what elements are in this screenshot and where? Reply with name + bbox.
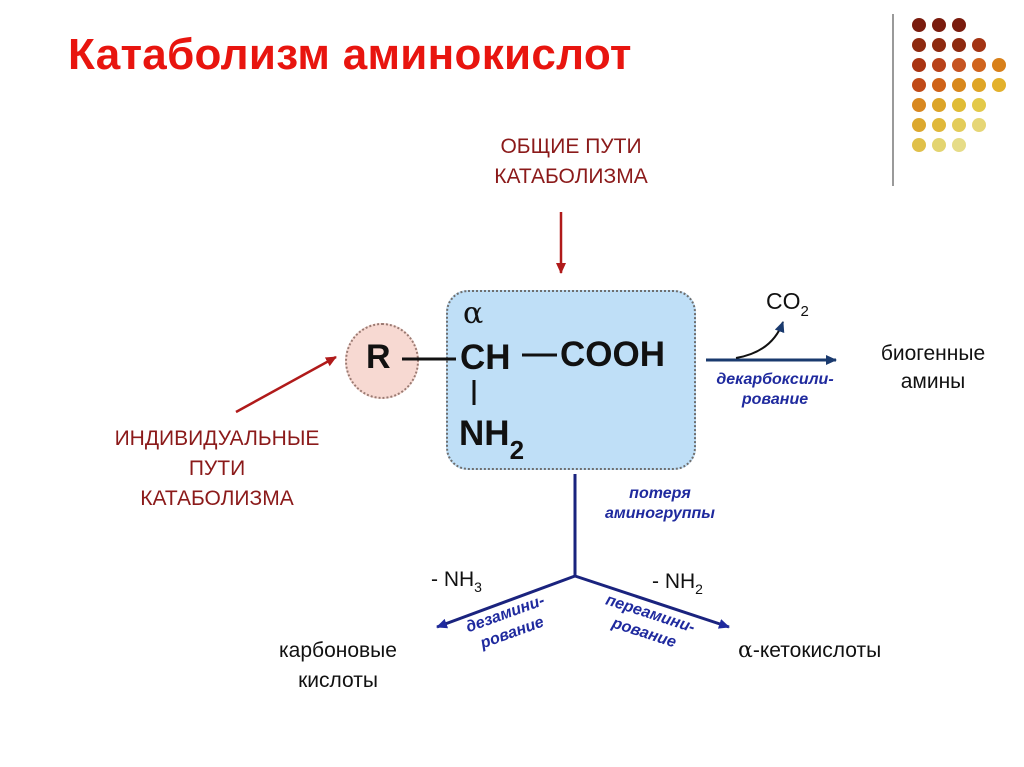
- decorative-dot: [952, 18, 966, 32]
- nh2-label: NH2: [459, 414, 525, 465]
- decorative-dot: [952, 118, 966, 132]
- decorative-dot: [932, 38, 946, 52]
- decorative-dot: [912, 18, 926, 32]
- cooh-label: COOH: [560, 335, 665, 374]
- decorative-dot: [952, 138, 966, 152]
- r-group-label: R: [366, 338, 391, 376]
- decorative-dot: [932, 138, 946, 152]
- decorative-dot: [912, 38, 926, 52]
- page-title: Катаболизм аминокислот: [68, 30, 632, 79]
- r-group-circle: [345, 323, 419, 399]
- decorative-dot: [912, 118, 926, 132]
- decorative-dot: [992, 58, 1006, 72]
- decorative-vertical-rule: [892, 14, 894, 186]
- co2-release-arrow: [735, 321, 785, 359]
- decorative-dot: [912, 138, 926, 152]
- co2-label: CO2: [766, 288, 809, 320]
- decorative-dot: [912, 78, 926, 92]
- deamination-arrow: [436, 574, 576, 629]
- decorative-dot: [932, 58, 946, 72]
- decorative-dot: [952, 78, 966, 92]
- decarboxylation-label: декарбоксили- рование: [716, 371, 834, 408]
- decorative-dot: [952, 38, 966, 52]
- decorative-dot: [932, 118, 946, 132]
- decorative-dot: [992, 78, 1006, 92]
- keto-acids-label: α-кетокислоты: [738, 638, 882, 663]
- carboxylic-acids-label: карбоновые кислоты: [279, 639, 397, 692]
- minus-nh3-label: - NH3: [431, 568, 482, 595]
- decorative-dot: [912, 98, 926, 112]
- decorative-dot: [972, 58, 986, 72]
- decorative-dot: [932, 98, 946, 112]
- decorative-dot: [972, 38, 986, 52]
- amino-loss-label: потеря аминогруппы: [605, 485, 715, 522]
- minus-nh2-label: - NH2: [652, 570, 703, 597]
- amino-acid-common-part-box: [446, 290, 696, 470]
- decorative-dot: [932, 18, 946, 32]
- ch-label: CH: [460, 338, 511, 377]
- alpha-label: α: [463, 296, 484, 331]
- biogenic-amines-label: биогенные амины: [880, 342, 986, 393]
- general-paths-label: ОБЩИЕ ПУТИ КАТАБОЛИЗМА: [494, 135, 648, 188]
- decorative-dot: [932, 78, 946, 92]
- decorative-dot: [952, 98, 966, 112]
- decorative-dot: [972, 118, 986, 132]
- decorative-dot: [972, 98, 986, 112]
- individual-paths-label: ИНДИВИДУАЛЬНЫЕ ПУТИ КАТАБОЛИЗМА: [114, 427, 320, 510]
- decorative-dot: [912, 58, 926, 72]
- individual-paths-arrow: [235, 355, 337, 414]
- decorative-dot: [952, 58, 966, 72]
- decorative-dot: [972, 78, 986, 92]
- transamination-arrow: [574, 574, 730, 629]
